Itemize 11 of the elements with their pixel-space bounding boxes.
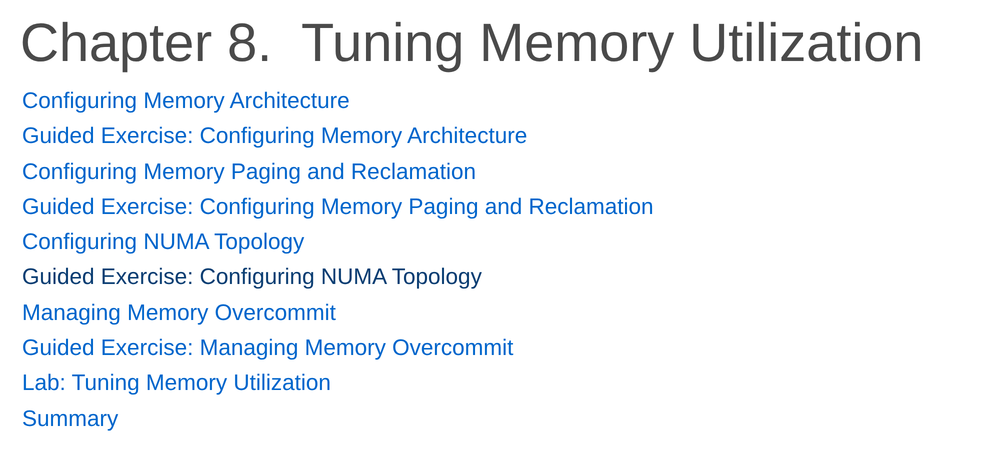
section-link: Configuring Memory Architecture: [22, 88, 350, 114]
section-link: Managing Memory Overcommit: [22, 300, 336, 326]
section-link: Guided Exercise: Configuring Memory Paging and Reclamation: [22, 194, 654, 220]
section-link: Summary: [22, 406, 118, 432]
section-link: Lab: Tuning Memory Utilization: [22, 370, 331, 396]
chapter-title: Chapter 8. Tuning Memory Utilization: [20, 12, 924, 75]
section-link: Guided Exercise: Managing Memory Overcommit: [22, 335, 514, 362]
section-link: Guided Exercise: Configuring Memory Architecture: [22, 123, 528, 150]
section-link: Configuring Memory Paging and Reclamation: [22, 158, 476, 185]
section-link: Guided Exercise: Configuring NUMA Topology: [22, 264, 482, 290]
section-link: Configuring NUMA Topology: [22, 229, 304, 256]
